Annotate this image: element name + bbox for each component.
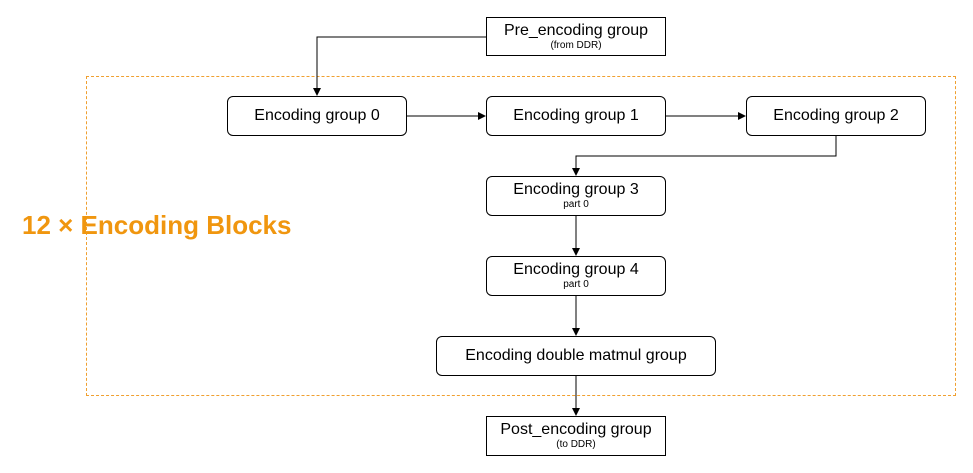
node-pre-encoding-label: Pre_encoding group [503,21,649,39]
node-encoding-group-3-label: Encoding group 3 [513,181,639,198]
edge-pre-to-g0 [313,36,486,96]
node-double-matmul-label: Encoding double matmul group [465,347,687,364]
node-encoding-group-4-sublabel: part 0 [563,279,589,290]
node-encoding-group-2: Encoding group 2 [746,96,926,136]
node-post-encoding-sublabel: (to DDR) [556,439,596,450]
node-encoding-group-4: Encoding group 4 part 0 [486,256,666,296]
encoding-blocks-title: 12 × Encoding Blocks [22,210,292,240]
node-encoding-group-1: Encoding group 1 [486,96,666,136]
edge-g2-to-g3 [572,136,837,176]
node-encoding-group-2-label: Encoding group 2 [773,107,899,124]
node-post-encoding-label: Post_encoding group [500,421,652,438]
node-encoding-double-matmul-group: Encoding double matmul group [436,336,716,376]
encoding-blocks-frame [86,76,956,396]
node-encoding-group-3-sublabel: part 0 [563,199,589,210]
node-post-encoding-group: Post_encoding group (to DDR) [486,416,666,456]
node-encoding-group-0: Encoding group 0 [227,96,407,136]
node-pre-encoding-sublabel: (from DDR) [550,39,602,51]
node-encoding-group-0-label: Encoding group 0 [254,107,380,124]
node-encoding-group-4-label: Encoding group 4 [513,261,639,278]
node-encoding-group-1-label: Encoding group 1 [513,107,639,124]
node-pre-encoding-group: Pre_encoding group (from DDR) [486,17,666,56]
node-encoding-group-3: Encoding group 3 part 0 [486,176,666,216]
